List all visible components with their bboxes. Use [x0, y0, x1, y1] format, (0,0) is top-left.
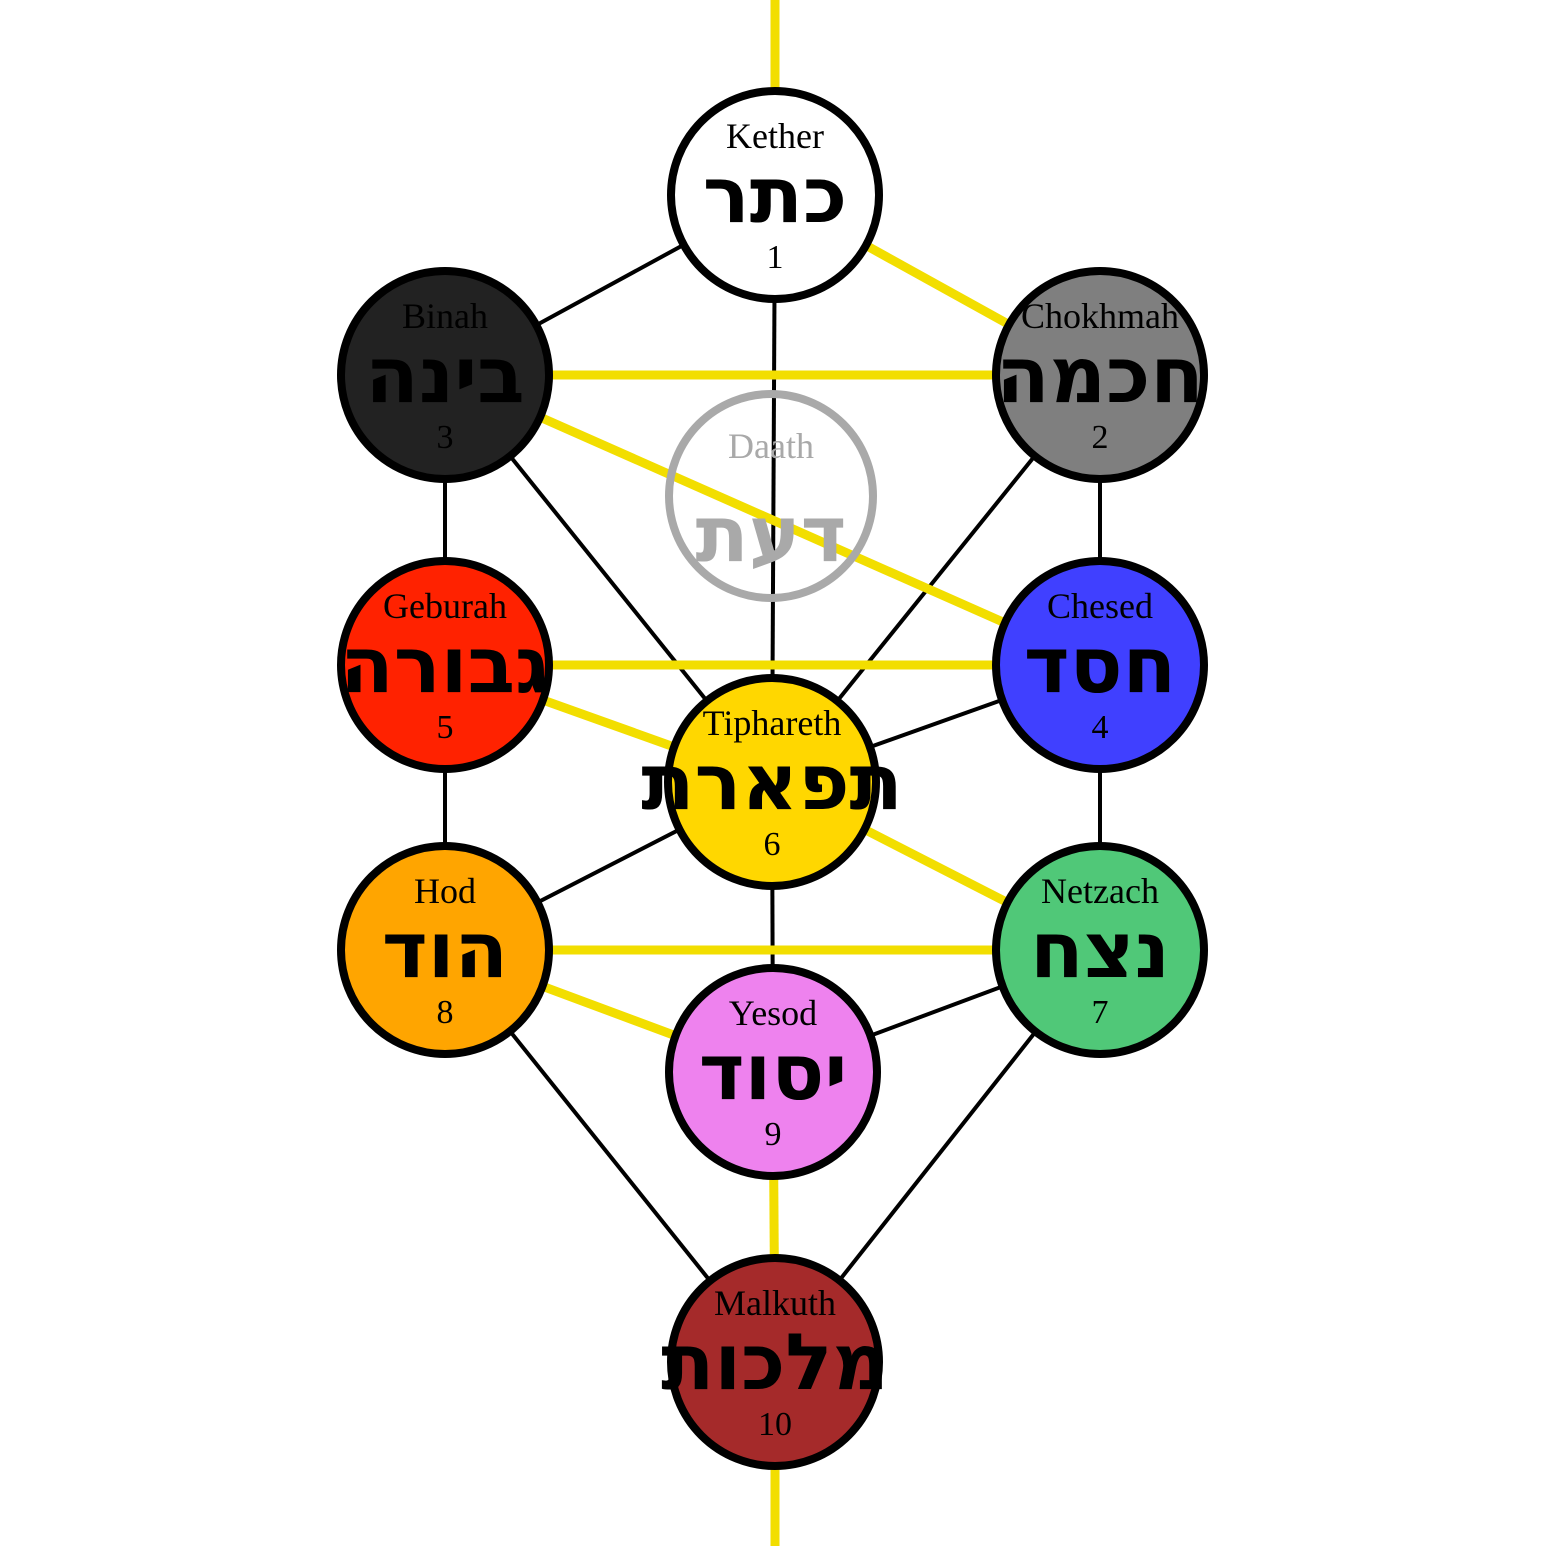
tiphareth-hebrew: תפארת [641, 738, 903, 828]
binah-name: Binah [402, 296, 488, 336]
chesed-hebrew: חסד [1024, 621, 1176, 711]
malkuth-name: Malkuth [714, 1283, 836, 1323]
tiphareth-circle [664, 674, 880, 890]
hod-number: 8 [437, 994, 454, 1031]
netzach-circle [992, 842, 1208, 1058]
hod-hebrew: הוד [382, 906, 508, 996]
binah-circle [337, 267, 553, 483]
tiphareth-number: 6 [764, 826, 781, 863]
chesed-circle [992, 557, 1208, 773]
daath-circle [665, 390, 877, 602]
malkuth-circle [667, 1254, 883, 1470]
yesod-name: Yesod [729, 993, 817, 1033]
malkuth-number: 10 [758, 1406, 792, 1443]
hod-circle [337, 842, 553, 1058]
chokhmah-circle [992, 267, 1208, 483]
geburah-circle [337, 557, 553, 773]
chokhmah-number: 2 [1092, 419, 1109, 456]
tiphareth-name: Tiphareth [703, 703, 842, 743]
chokhmah-name: Chokhmah [1021, 296, 1179, 336]
daath-layer: Daath דעת [665, 390, 877, 602]
kether-hebrew: כתר [703, 151, 847, 241]
binah-hebrew: בינה [365, 331, 524, 421]
kether-number: 1 [767, 239, 784, 276]
hod-name: Hod [414, 871, 476, 911]
geburah-hebrew: גבורה [340, 621, 550, 711]
sephirot-layer: Ketherכתר1Chokhmahחכמה2Binahבינה3Chesedח… [337, 87, 1208, 1470]
chesed-name: Chesed [1047, 586, 1153, 626]
netzach-number: 7 [1092, 994, 1109, 1031]
binah-number: 3 [437, 419, 454, 456]
kether-circle [667, 87, 883, 303]
netzach-name: Netzach [1041, 871, 1159, 911]
yesod-hebrew: יסוד [699, 1028, 848, 1118]
yesod-circle [665, 964, 881, 1180]
chokhmah-hebrew: חכמה [996, 331, 1204, 421]
netzach-hebrew: נצח [1030, 906, 1170, 996]
daath-name: Daath [728, 426, 814, 466]
highlight-segment-binah-chesed [443, 370, 1102, 670]
malkuth-hebrew: מלכות [661, 1318, 889, 1408]
chesed-number: 4 [1092, 709, 1109, 746]
yesod-number: 9 [765, 1116, 782, 1153]
geburah-number: 5 [437, 709, 454, 746]
kether-name: Kether [726, 116, 824, 156]
geburah-name: Geburah [383, 586, 507, 626]
sephirah-daath: Daath דעת [665, 390, 877, 602]
daath-hebrew: דעת [695, 490, 846, 580]
